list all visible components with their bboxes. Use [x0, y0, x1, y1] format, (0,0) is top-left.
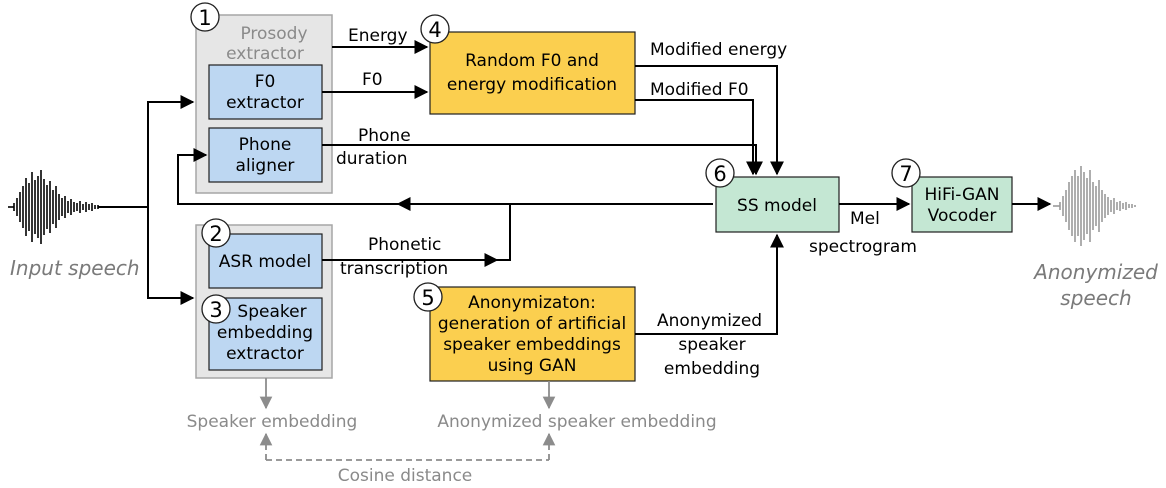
evaluation-connectors [259, 378, 556, 461]
phone-duration-line1: Phone [358, 126, 411, 146]
speaker-extractor-line3: extractor [226, 344, 304, 364]
output-waveform-icon [1053, 166, 1136, 246]
phone-aligner-box [208, 127, 323, 183]
phone-aligner-line1: Phone [239, 135, 292, 155]
anonymized-speech-line2: speech [1060, 286, 1131, 310]
step-number-5: 5 [413, 282, 443, 312]
f0-extractor-line1: F0 [255, 72, 276, 92]
input-connectors [98, 95, 195, 305]
anonymized-speech-line1: Anonymized [1032, 260, 1158, 284]
input-speech-label: Input speech [10, 256, 140, 280]
hifigan-vocoder-box [911, 176, 1013, 233]
random-mod-line2: energy modification [447, 75, 617, 95]
svg-text:4: 4 [428, 18, 441, 42]
svg-text:2: 2 [209, 222, 222, 246]
anonymization-line4: using GAN [488, 356, 577, 376]
hifigan-line2: Vocoder [928, 206, 997, 226]
svg-text:3: 3 [209, 298, 222, 322]
hifigan-line1: HiFi-GAN [924, 185, 999, 205]
modified-energy-label: Modified energy [650, 40, 787, 60]
ss-model-box [715, 176, 840, 233]
phone-duration-line2: duration [336, 149, 408, 169]
anonymization-gan-box [429, 286, 636, 382]
phonetic-transcription-line2: transcription [340, 259, 448, 279]
phonetic-transcription-line1: Phonetic [368, 235, 441, 255]
anonymization-line1: Anonymizaton: [468, 293, 596, 313]
input-waveform-icon [8, 170, 99, 244]
speaker-extractor-line2: embedding [217, 323, 313, 343]
step-number-7: 7 [891, 158, 921, 188]
step-number-4: 4 [420, 14, 450, 44]
step-number-6: 6 [705, 158, 735, 188]
asr-model-box [208, 233, 323, 289]
anon-embedding-line1: Anonymized [657, 311, 762, 331]
step-number-2: 2 [201, 218, 231, 248]
svg-text:1: 1 [198, 6, 211, 30]
mel-label: Mel [850, 209, 880, 229]
anon-speaker-embedding-label: Anonymized speaker embedding [437, 412, 716, 432]
step-number-1: 1 [190, 2, 220, 32]
ss-model-label: SS model [737, 196, 817, 216]
cosine-distance-label: Cosine distance [338, 466, 473, 486]
pipeline-connectors [177, 40, 1052, 335]
f0-extractor-line2: extractor [226, 93, 304, 113]
svg-text:6: 6 [713, 162, 726, 186]
prosody-title-line1: Prosody [240, 24, 307, 44]
prosody-title-line2: extractor [226, 44, 304, 64]
asr-model-label: ASR model [219, 252, 312, 272]
anon-embedding-line3: embedding [664, 359, 760, 379]
step-number-3: 3 [201, 294, 231, 324]
speaker-extractor-line1: Speaker [237, 302, 306, 322]
energy-label: Energy [348, 26, 408, 46]
anonymization-line2: generation of artificial [438, 314, 626, 334]
anonymization-line3: speaker embeddings [443, 335, 621, 355]
modified-f0-label: Modified F0 [650, 80, 749, 100]
random-mod-line1: Random F0 and [465, 51, 599, 71]
f0-label: F0 [362, 70, 383, 90]
cosine-distance-bg [326, 464, 486, 486]
svg-text:5: 5 [421, 286, 434, 310]
phone-aligner-line2: aligner [236, 156, 295, 176]
anon-embedding-line2: speaker [678, 335, 745, 355]
random-f0-energy-modification-box [429, 31, 636, 115]
svg-text:7: 7 [899, 162, 912, 186]
speaker-embedding-label: Speaker embedding [187, 412, 358, 432]
spectrogram-label: spectrogram [809, 237, 917, 257]
